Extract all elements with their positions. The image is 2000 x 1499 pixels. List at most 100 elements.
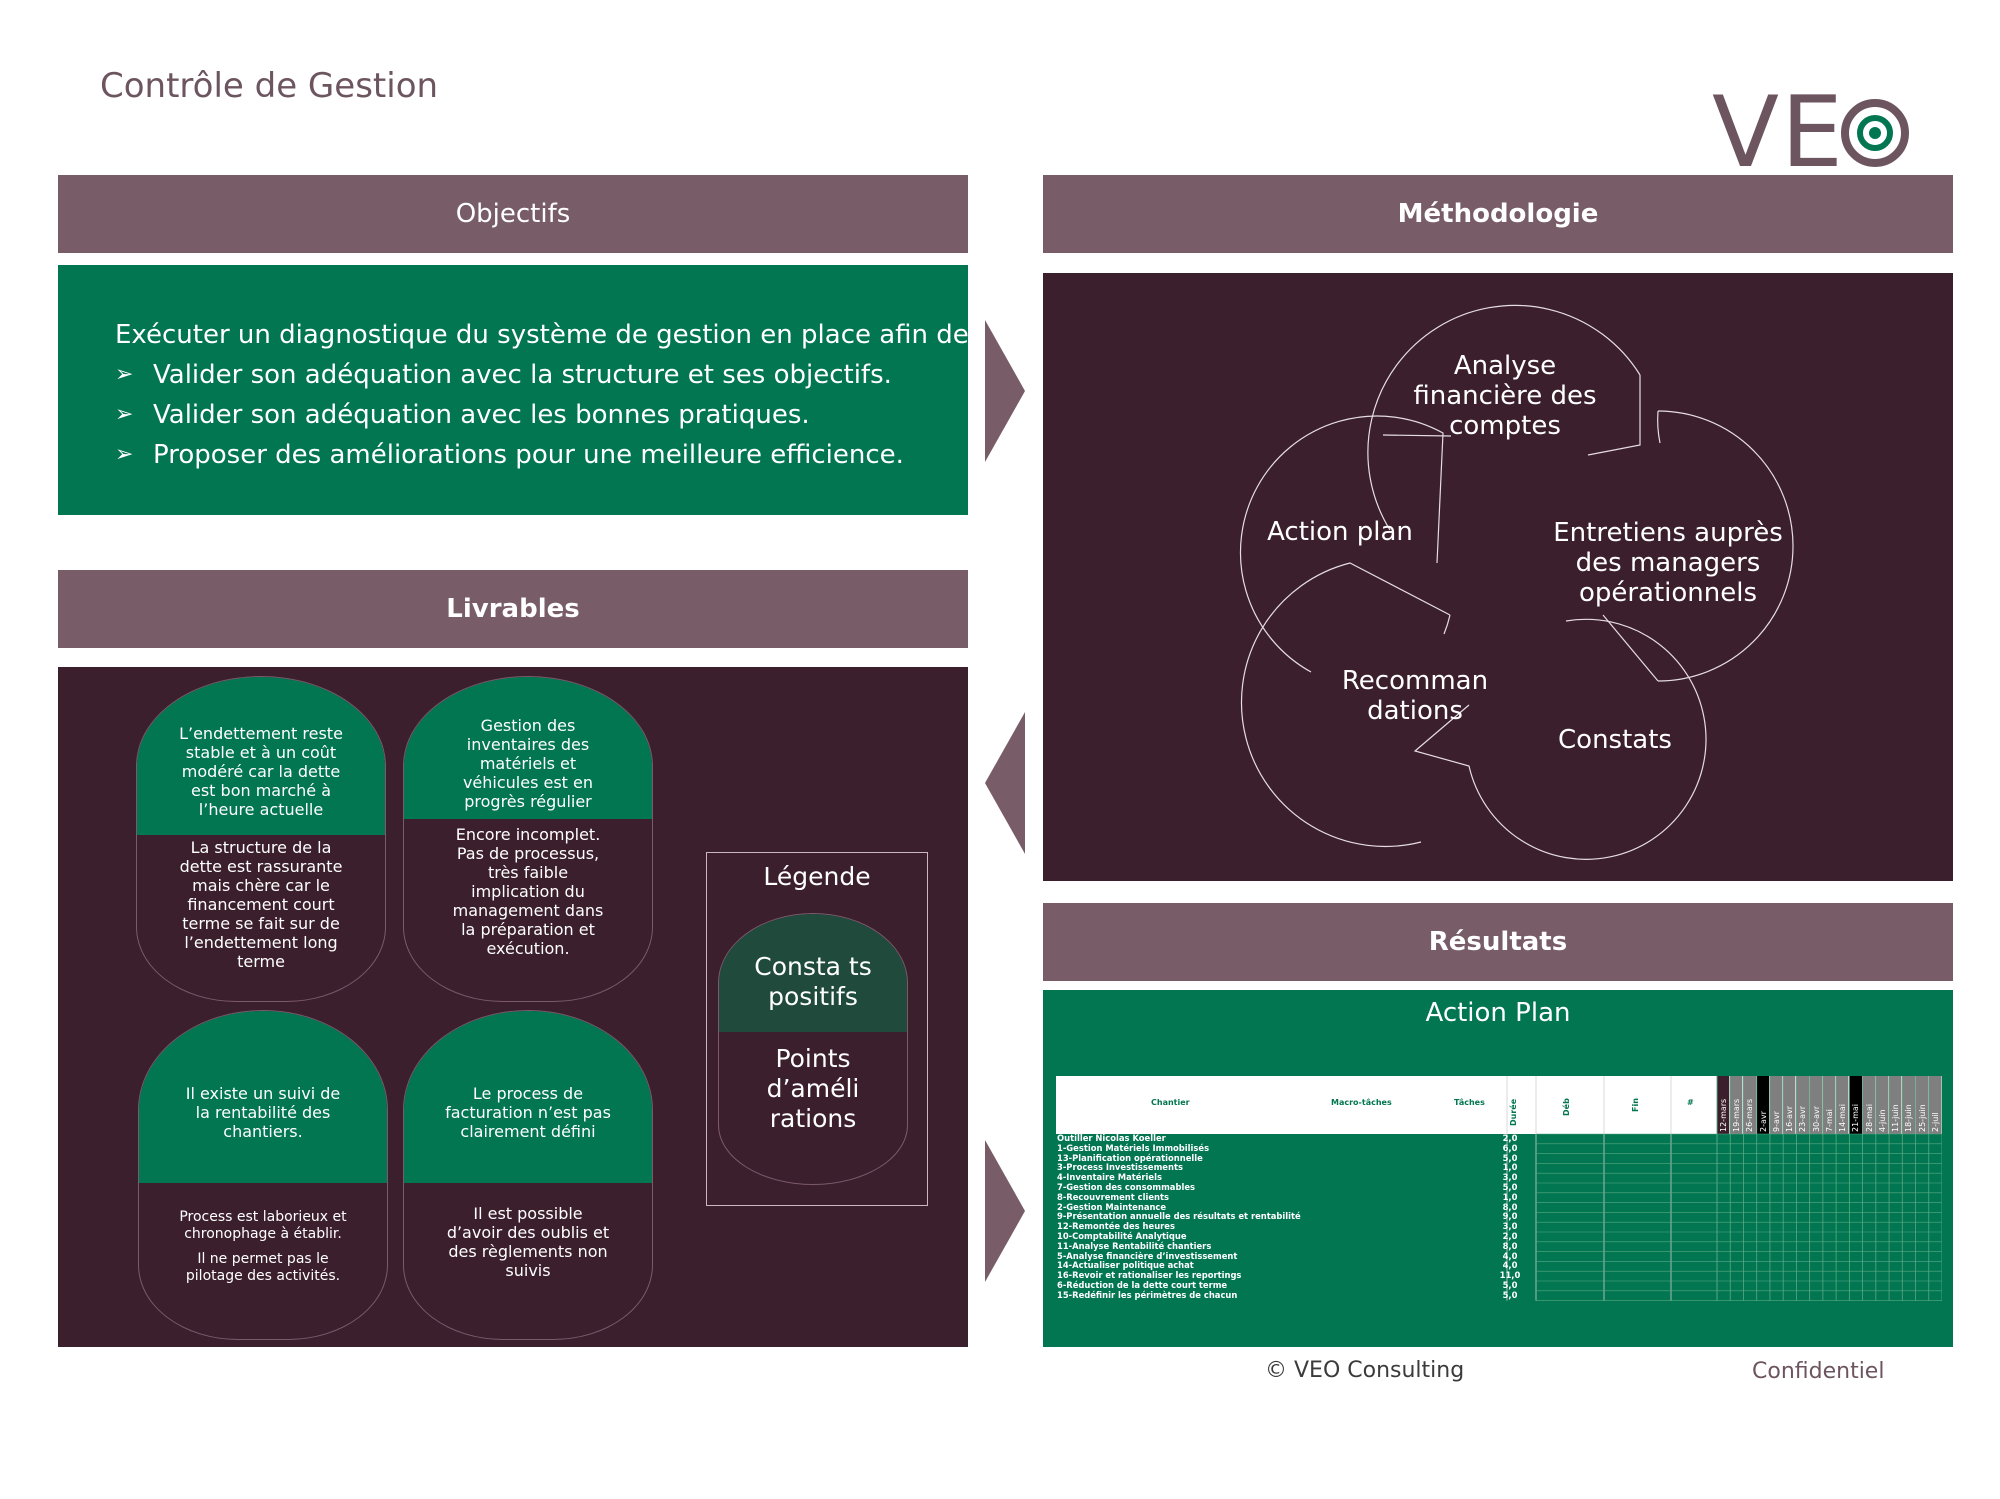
legend-shape: Consta ts positifs Points d’améli ration… xyxy=(718,913,908,1185)
table-row-duree: 5,0 xyxy=(1502,1289,1518,1300)
gantt-week-cell xyxy=(1809,1076,1823,1134)
table-row-duree: 8,0 xyxy=(1502,1240,1518,1251)
col-chantier: Chantier xyxy=(1151,1098,1190,1107)
table-row-label: 9-Présentation annuelle des résultats et… xyxy=(1057,1211,1301,1222)
target-icon xyxy=(1841,99,1909,167)
table-row-duree: 3,0 xyxy=(1502,1172,1518,1183)
card-improvement-text: La structure de la dette est rassurante … xyxy=(179,837,343,971)
objectif-label: Valider son adéquation avec les bonnes p… xyxy=(153,400,810,430)
table-row-duree: 5,0 xyxy=(1502,1182,1518,1192)
objectif-item: ➢Proposer des améliorations pour une mei… xyxy=(115,435,978,475)
gantt-week-cell xyxy=(1875,1076,1890,1134)
table-row-duree: 3,0 xyxy=(1502,1221,1518,1232)
table-row-label: 10-Comptabilité Analytique xyxy=(1057,1231,1187,1241)
gantt-week-cell xyxy=(1836,1076,1850,1134)
chevron-left-icon xyxy=(985,712,1025,854)
gantt-week-cell xyxy=(1743,1076,1757,1134)
gantt-week-cell xyxy=(1717,1076,1731,1134)
table-row-duree: 4,0 xyxy=(1502,1260,1518,1271)
table-row-duree: 11,0 xyxy=(1499,1270,1521,1281)
methodologie-header: Méthodologie xyxy=(1043,175,1953,253)
table-grid xyxy=(1506,1076,1942,1301)
table-row-duree: 4,0 xyxy=(1502,1250,1518,1261)
table-row-label: 6-Réduction de la dette court terme xyxy=(1057,1280,1228,1290)
step-recommandations: Recomman dations xyxy=(1341,666,1489,726)
table-row-duree: 9,0 xyxy=(1502,1211,1518,1222)
col-taches: Tâches xyxy=(1454,1098,1485,1107)
logo-text: VE xyxy=(1712,76,1845,190)
step-entretiens: Entretiens auprès des managers opération… xyxy=(1553,518,1783,608)
objectif-item: ➢ Valider son adéquation avec les bonnes … xyxy=(115,395,978,435)
footer-copyright: © VEO Consulting xyxy=(1265,1358,1465,1383)
table-row-label: 8-Recouvrement clients xyxy=(1057,1191,1170,1202)
objectifs-intro: Exécuter un diagnostique du système de g… xyxy=(115,320,978,350)
table-row-duree: 5,0 xyxy=(1502,1280,1518,1290)
table-row-label: 16-Revoir et rationaliser les reportings xyxy=(1057,1270,1242,1281)
step-constats: Constats xyxy=(1558,725,1672,755)
step-action-plan: Action plan xyxy=(1267,517,1413,547)
footer-confidential: Confidentiel xyxy=(1752,1359,1885,1384)
card-positive-text: Il existe un suivi de la rentabilité des… xyxy=(139,1011,387,1183)
livrables-header: Livrables xyxy=(58,570,968,648)
cycle-arrow-entretiens xyxy=(1657,410,1794,682)
table-row-label: 3-Process Investissements xyxy=(1057,1162,1183,1173)
livrable-card: Gestion des inventaires des matériels et… xyxy=(403,676,653,1002)
table-row-duree: 2,0 xyxy=(1502,1133,1518,1143)
veo-logo: VE xyxy=(1712,76,1912,190)
card-improvement-text: Il est possible d’avoir des oublis et de… xyxy=(446,1204,610,1280)
step-analyse: Analyse financière des comptes xyxy=(1413,351,1597,441)
gantt-week-cell xyxy=(1756,1076,1770,1134)
col-macro-taches: Macro-tâches xyxy=(1331,1098,1392,1107)
cycle-diagram xyxy=(1239,304,1794,860)
card-positive-text: Gestion des inventaires des matériels et… xyxy=(404,677,652,819)
livrable-card: Le process de facturation n’est pas clai… xyxy=(403,1010,653,1340)
page-title: Contrôle de Gestion xyxy=(100,66,439,106)
methodologie-panel xyxy=(1043,273,1953,881)
gantt-week-cell xyxy=(1889,1076,1903,1134)
objectifs-text: Exécuter un diagnostique du système de g… xyxy=(115,315,978,475)
gantt-week-cell xyxy=(1822,1076,1837,1134)
objectifs-header: Objectifs xyxy=(58,175,968,253)
arrow-bullet-icon: ➢ xyxy=(115,442,134,467)
table-row-label: Outiller Nicolas Koeller xyxy=(1057,1133,1166,1143)
table-row-label: 15-Redéfinir les périmètres de chacun xyxy=(1057,1289,1238,1300)
table-row-duree: 8,0 xyxy=(1502,1201,1518,1212)
chevron-right-icon xyxy=(985,320,1025,462)
objectifs-panel xyxy=(58,265,968,515)
table-row-label: 14-Actualiser politique achat xyxy=(1057,1260,1194,1271)
card-positive-text: L’endettement reste stable et à un coût … xyxy=(137,677,385,835)
table-row-duree: 1,0 xyxy=(1502,1162,1518,1173)
table-row-label: 2-Gestion Maintenance xyxy=(1057,1201,1167,1212)
objectif-label: Valider son adéquation avec la structure… xyxy=(153,360,892,390)
card-improvement-text: Process est laborieux et chronophage à é… xyxy=(139,1183,387,1339)
legend-improvement-label: Points d’améli rations xyxy=(766,1044,860,1133)
gantt-week-cell xyxy=(1783,1076,1797,1134)
arrow-bullet-icon: ➢ xyxy=(115,362,134,387)
action-plan-title: Action Plan xyxy=(1425,998,1571,1028)
legend-title: Légende xyxy=(763,862,871,891)
col-hash: # xyxy=(1687,1098,1694,1107)
card-improvement-line: Process est laborieux et chronophage à é… xyxy=(179,1209,347,1242)
arrow-bullet-icon: ➢ xyxy=(115,402,134,427)
gantt-week-cell xyxy=(1769,1076,1784,1134)
table-row-duree: 2,0 xyxy=(1502,1231,1518,1241)
action-plan-table: Chantier Macro-tâches Tâches Durée Déb F… xyxy=(1056,1076,1942,1301)
cycle-arrow-head xyxy=(1587,375,1641,456)
resultats-panel xyxy=(1043,990,1953,1347)
cycle-arrow-constats xyxy=(1413,618,1707,860)
gantt-week-cell xyxy=(1902,1076,1916,1134)
table-header-row: Chantier Macro-tâches Tâches Durée Déb F… xyxy=(1056,1076,1942,1134)
card-positive-text: Le process de facturation n’est pas clai… xyxy=(404,1011,652,1183)
table-row-label: 13-Planification opérationnelle xyxy=(1057,1152,1203,1163)
card-improvement-line: Il ne permet pas le pilotage des activit… xyxy=(185,1251,341,1284)
cycle-arrow-analyse xyxy=(1367,304,1641,531)
table-row-label: 4-Inventaire Matériels xyxy=(1057,1172,1162,1183)
gantt-week-cell xyxy=(1730,1076,1744,1134)
chevron-right-icon xyxy=(985,1140,1025,1282)
table-row-label: 12-Remontée des heures xyxy=(1057,1221,1175,1232)
cycle-arrow-recommandations xyxy=(1240,562,1451,848)
livrable-card: Il existe un suivi de la rentabilité des… xyxy=(138,1010,388,1340)
cycle-arrow-actionplan xyxy=(1239,415,1444,673)
